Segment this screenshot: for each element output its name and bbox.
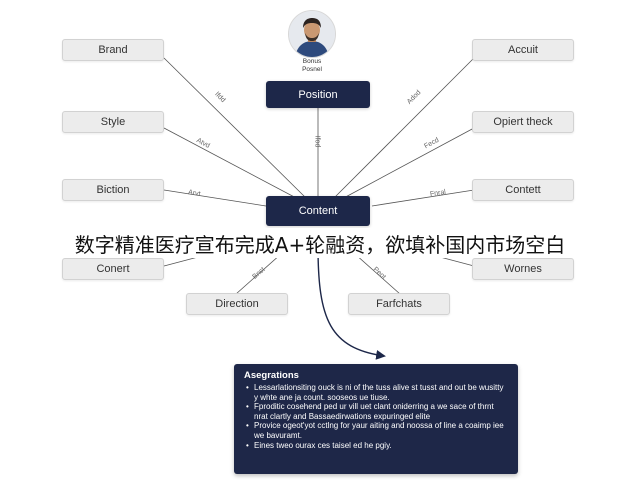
node-brand[interactable]: Brand <box>62 39 164 61</box>
assumptions-list: Lessarlationsiting ouck is ni of the tus… <box>244 383 508 450</box>
node-farfchats[interactable]: Farfchats <box>348 293 450 315</box>
edge-accuit <box>333 57 475 199</box>
node-position[interactable]: Position <box>266 81 370 108</box>
edge-biction <box>163 189 267 207</box>
node-opiert-theck[interactable]: Opiert theck <box>472 111 574 133</box>
person-icon <box>289 11 335 57</box>
assumption-item: Lessarlationsiting ouck is ni of the tus… <box>246 383 508 402</box>
headline-banner: 数字精准医疗宣布完成A+轮融资，欲填补国内市场空白 <box>0 228 640 258</box>
node-style[interactable]: Style <box>62 111 164 133</box>
node-biction[interactable]: Biction <box>62 179 164 201</box>
edge-label-center: Ifod <box>313 135 321 148</box>
edge-brand <box>163 57 307 199</box>
assumption-item: Fproditic cosehend ped ur vill uet clant… <box>246 402 508 421</box>
arrow-to-assumptions <box>317 245 386 360</box>
edge-opiert-theck <box>339 127 475 201</box>
avatar <box>288 10 336 58</box>
edge-style <box>163 127 301 201</box>
node-accuit[interactable]: Accuit <box>472 39 574 61</box>
node-direction[interactable]: Direction <box>186 293 288 315</box>
avatar-caption: Bonus Posnel <box>296 58 328 74</box>
node-wornes[interactable]: Wornes <box>472 258 574 280</box>
assumptions-box: Asegrations Lessarlationsiting ouck is n… <box>234 364 518 474</box>
node-contett[interactable]: Contett <box>472 179 574 201</box>
assumptions-title: Asegrations <box>244 370 299 381</box>
node-conert[interactable]: Conert <box>62 258 164 280</box>
node-content[interactable]: Content <box>266 196 370 226</box>
assumption-item: Provice ogeot'yot cctlng for yaur aiting… <box>246 421 508 440</box>
avatar-caption-line2: Posnel <box>302 66 322 73</box>
edge-contett <box>371 189 475 207</box>
assumption-item: Eines tweo ourax ces taisel ed he pgiy. <box>246 441 508 451</box>
avatar-caption-line1: Bonus <box>302 58 322 65</box>
